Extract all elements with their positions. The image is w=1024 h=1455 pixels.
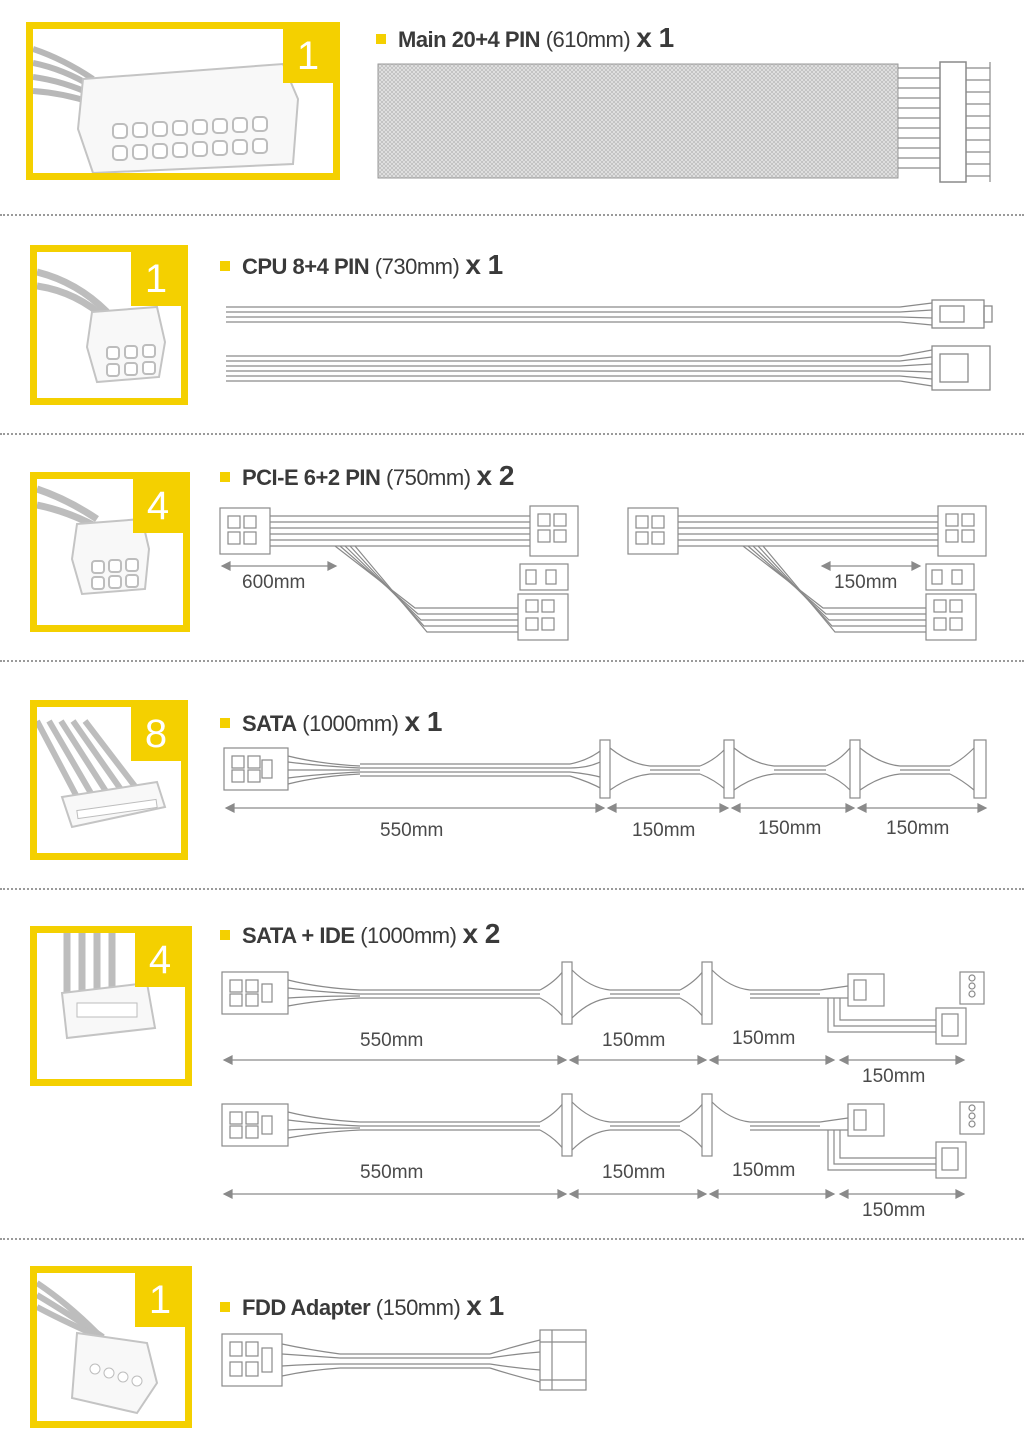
cable-quantity: x 2 [476,460,515,491]
dimension-label: 150mm [732,1160,796,1181]
dimension-label: 550mm [380,820,444,841]
main-cable-diagram [377,61,991,183]
section-title: Main 20+4 PIN (610mm)x 1 [376,22,674,54]
cable-quantity: x 2 [462,918,500,949]
cable-length: (150mm) [375,1295,461,1320]
bullet-icon [220,930,230,941]
bullet-icon [220,261,230,272]
fdd-connector-thumbnail: 1 [30,1266,192,1428]
dimension-label: 550mm [360,1162,424,1183]
quantity-badge: 1 [135,1273,185,1327]
section-divider [0,660,1024,662]
section-divider [0,1238,1024,1240]
sata-ide-connector-thumbnail: 4 [30,926,192,1086]
dimension-label: 150mm [758,818,822,839]
dimension-label: 150mm [862,1066,926,1087]
sata-connector-thumbnail: 8 [30,700,188,860]
dimension-label: 550mm [360,1030,424,1051]
cable-quantity: x 1 [466,1290,504,1321]
quantity-badge: 1 [283,29,333,83]
cpu-connector-icon [37,268,167,384]
pcie-connector-thumbnail: 4 [30,472,190,632]
bullet-icon [220,1302,230,1313]
cable-name: SATA + IDE [242,923,355,948]
cable-length: (1000mm) [360,923,457,948]
dimension-label: 150mm [732,1028,796,1049]
cable-length: (1000mm) [302,711,399,736]
pcie-cable-diagram [219,505,987,641]
cable-name: Main 20+4 PIN [398,27,541,52]
fdd-connector-icon [37,1280,159,1415]
quantity-badge: 4 [135,933,185,987]
dimension-label: 150mm [862,1200,926,1221]
section-title: SATA + IDE (1000mm)x 2 [220,918,500,950]
sata-ide-cable-diagram [221,961,985,1199]
dimension-label: 150mm [834,572,898,593]
section-divider [0,433,1024,435]
sata-connector-icon [37,719,167,829]
dimension-label: 150mm [602,1162,666,1183]
bullet-icon [220,718,230,729]
section-divider [0,214,1024,216]
cpu-connector-thumbnail: 1 [30,245,188,405]
dimension-label: 150mm [886,818,950,839]
dimension-label: 150mm [632,820,696,841]
molex-connector-icon [60,933,157,1040]
cable-length: (730mm) [374,254,460,279]
dimension-label: 150mm [602,1030,666,1051]
section-title: PCI-E 6+2 PIN (750mm)x 2 [220,460,514,492]
section-title: CPU 8+4 PIN (730mm)x 1 [220,249,503,281]
cable-name: SATA [242,711,297,736]
cable-name: FDD Adapter [242,1295,371,1320]
cable-name: CPU 8+4 PIN [242,254,370,279]
dimension-label: 600mm [242,572,306,593]
pcie-connector-icon [37,485,151,596]
cable-name: PCI-E 6+2 PIN [242,465,381,490]
section-title: FDD Adapter (150mm)x 1 [220,1290,504,1322]
cable-quantity: x 1 [465,249,503,280]
cable-quantity: x 1 [404,706,443,737]
quantity-badge: 1 [131,252,181,306]
section-title: SATA (1000mm)x 1 [220,706,442,738]
bullet-icon [376,34,386,45]
section-divider [0,888,1024,890]
bullet-icon [220,472,230,483]
cable-quantity: x 1 [636,22,674,53]
main-connector-thumbnail: 1 [26,22,340,180]
cable-length: (750mm) [386,465,471,490]
cable-length: (610mm) [545,27,631,52]
cpu-cable-diagram [226,299,993,391]
sata-cable-diagram [223,739,988,813]
quantity-badge: 4 [133,479,183,533]
quantity-badge: 8 [131,707,181,761]
